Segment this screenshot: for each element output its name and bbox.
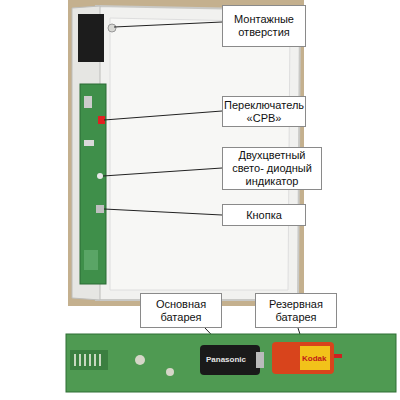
callout-box: Основная батарея — [140, 293, 222, 328]
component — [84, 250, 98, 270]
mounting-part — [78, 14, 104, 62]
callout-box: Переключатель «СРВ» — [222, 96, 306, 127]
callout-text: Монтажные отверстия — [226, 13, 302, 39]
pcb — [80, 84, 106, 284]
button — [96, 205, 104, 213]
pcb-bottom — [66, 334, 396, 392]
component — [84, 96, 92, 108]
wire — [334, 354, 342, 358]
callout-text: Кнопка — [246, 209, 282, 222]
reserve-battery — [272, 342, 334, 374]
battery-label — [300, 346, 330, 370]
leader-line — [104, 111, 222, 120]
battery-brand: Panasonic — [206, 355, 246, 364]
crv-switch — [98, 116, 105, 124]
callout-box: Резервная батарея — [255, 293, 337, 328]
callout-text: Переключатель «СРВ» — [224, 99, 304, 125]
main-battery — [200, 345, 260, 375]
component — [166, 368, 174, 376]
leader-line — [103, 168, 222, 176]
mounting-hole — [108, 24, 116, 32]
callout-box: Двухцветный свето- диодный индикатор — [222, 147, 322, 190]
callout-text: Резервная батарея — [259, 298, 333, 324]
component — [84, 140, 94, 146]
callout-box: Монтажные отверстия — [222, 5, 306, 47]
component — [135, 355, 145, 365]
callout-text: Основная батарея — [144, 298, 218, 324]
callout-text: Двухцветный свето- диодный индикатор — [226, 149, 318, 188]
led — [97, 173, 103, 179]
leader-line — [114, 22, 222, 27]
leader-line — [104, 209, 222, 215]
battery-brand: Kodak — [302, 354, 326, 363]
battery-terminal — [256, 352, 264, 368]
connector — [70, 350, 108, 370]
callout-box: Кнопка — [222, 204, 306, 226]
